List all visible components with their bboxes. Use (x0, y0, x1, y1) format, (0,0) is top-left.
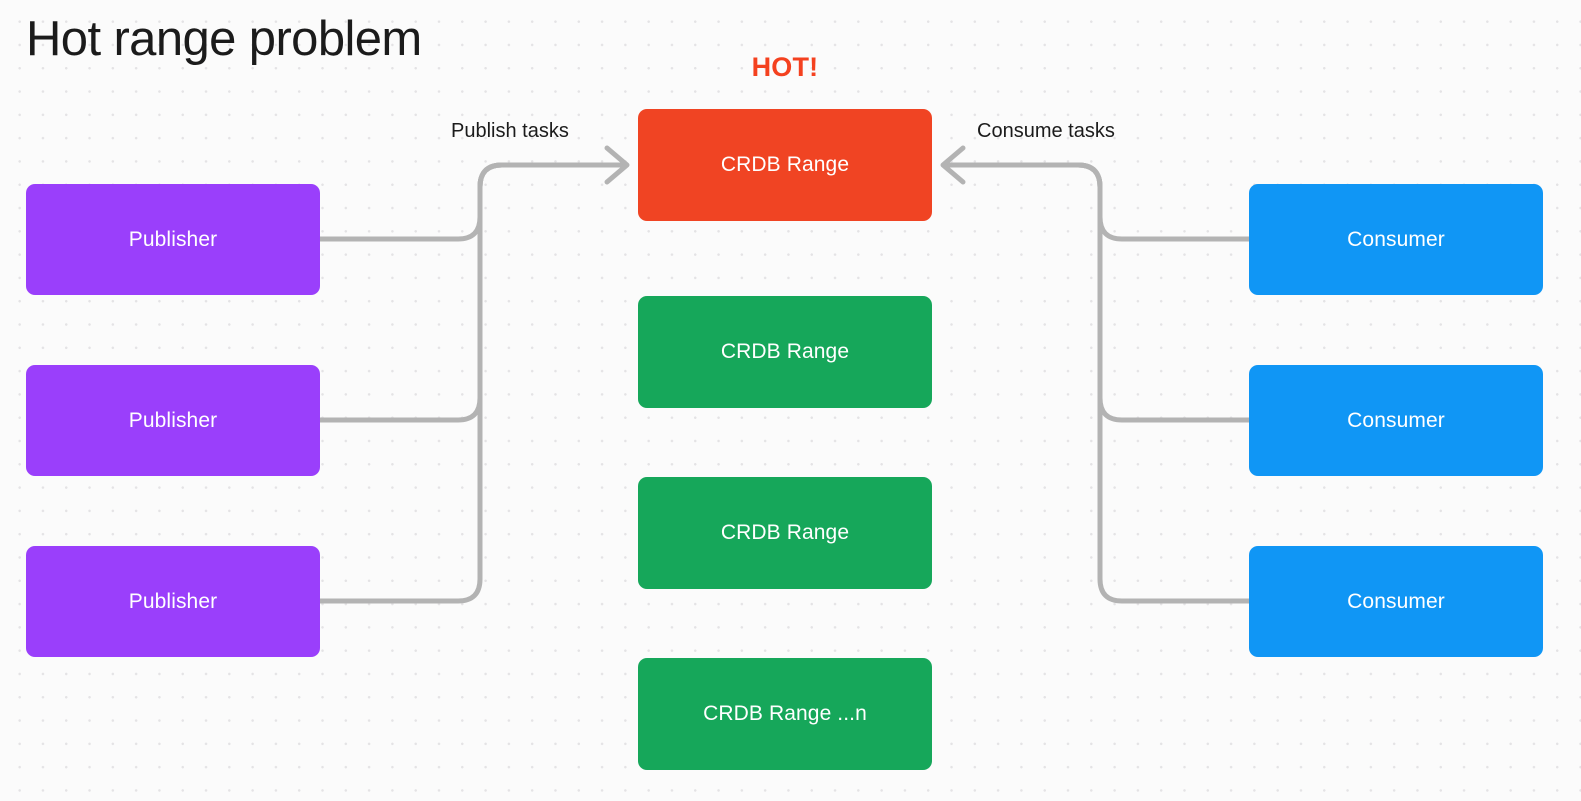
node-label: Publisher (128, 227, 218, 251)
arrow-left-icon (940, 145, 966, 185)
node-label: CRDB Range ...n (703, 702, 867, 725)
node-label: CRDB Range (720, 521, 850, 544)
connector-consumer-0 (942, 162, 1252, 242)
connector-publisher-1 (317, 162, 505, 423)
node-consumer[interactable]: Consumer (1249, 546, 1543, 657)
hot-badge: HOT! (751, 52, 819, 82)
node-crdb-range-hot[interactable]: CRDB Range (638, 109, 932, 221)
connector-consumer-1 (1075, 162, 1252, 423)
node-consumer[interactable]: Consumer (1249, 365, 1543, 476)
node-label: Consumer (1347, 408, 1445, 432)
page-title: Hot range problem (26, 12, 422, 66)
connector-consumer-2 (1075, 162, 1252, 604)
node-publisher[interactable]: Publisher (26, 184, 320, 295)
node-crdb-range[interactable]: CRDB Range (638, 296, 932, 408)
node-crdb-range[interactable]: CRDB Range (638, 477, 932, 589)
node-crdb-range[interactable]: CRDB Range ...n (638, 658, 932, 770)
node-label: Publisher (128, 589, 218, 613)
connector-publisher-2 (317, 162, 505, 604)
edge-label-publish-tasks: Publish tasks (451, 120, 569, 142)
node-publisher[interactable]: Publisher (26, 365, 320, 476)
node-label: CRDB Range (720, 340, 850, 363)
node-label: Publisher (128, 408, 218, 432)
arrow-right-icon (604, 145, 630, 185)
node-label: CRDB Range (720, 153, 850, 176)
connector-publisher-0 (317, 162, 628, 242)
node-label: Consumer (1347, 227, 1445, 251)
edge-label-consume-tasks: Consume tasks (977, 120, 1115, 142)
node-consumer[interactable]: Consumer (1249, 184, 1543, 295)
node-publisher[interactable]: Publisher (26, 546, 320, 657)
node-label: Consumer (1347, 589, 1445, 613)
